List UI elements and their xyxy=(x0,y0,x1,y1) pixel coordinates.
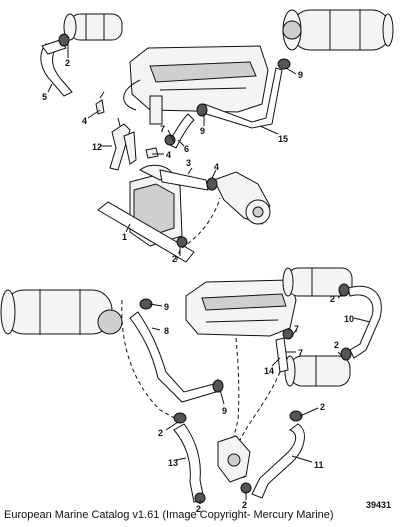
callout-14: 14 xyxy=(264,366,274,376)
callout-6: 6 xyxy=(184,144,189,154)
callout-3: 3 xyxy=(186,158,191,168)
callout-2-top-left: 2 xyxy=(65,58,70,68)
callout-2-right-mid: 2 xyxy=(334,340,339,350)
clamp-2-bottom-left-top xyxy=(173,412,187,424)
callout-2-bottom-left-top: 2 xyxy=(158,428,163,438)
callout-1: 1 xyxy=(122,232,127,242)
clamp-2-right-mid xyxy=(340,347,352,361)
exhaust-cooler-mid-right xyxy=(284,355,351,387)
exhaust-cooler-top-right xyxy=(282,9,394,51)
exhaust-manifold-bottom xyxy=(185,279,297,337)
exhaust-cooler-top-left xyxy=(63,13,123,41)
hose-3 xyxy=(159,169,209,191)
callout-2-bottom-left-low: 2 xyxy=(196,504,201,514)
clamp-2-right-top xyxy=(338,283,350,297)
callout-7-bottom-b: 7 xyxy=(298,348,303,358)
clamp-9-bottom-right xyxy=(212,379,224,393)
callout-2-lower: 2 xyxy=(172,254,177,264)
callout-7-bottom: 7 xyxy=(294,324,299,334)
callout-15: 15 xyxy=(278,134,288,144)
clamp-2-lower xyxy=(176,236,188,248)
clamp-2-top-left xyxy=(58,33,70,47)
callout-5: 5 xyxy=(42,92,47,102)
callout-2-bottom-right-top: 2 xyxy=(320,402,325,412)
image-caption: European Marine Catalog v1.61 (Image Cop… xyxy=(4,509,334,521)
callout-7-top: 7 xyxy=(160,124,165,134)
leader-lines xyxy=(47,44,371,504)
routing-line-bottom-1 xyxy=(121,299,179,421)
hose-1 xyxy=(97,201,195,263)
clamp-7-bottom xyxy=(282,328,294,340)
fitting-12 xyxy=(109,117,137,171)
hose-5 xyxy=(40,43,73,97)
callout-10: 10 xyxy=(344,314,354,324)
callout-12: 12 xyxy=(92,142,102,152)
hose-10 xyxy=(347,285,382,359)
seawater-pump xyxy=(206,171,271,225)
callout-11: 11 xyxy=(314,460,324,470)
callout-4-mid: 4 xyxy=(166,150,171,160)
hose-13 xyxy=(173,423,205,503)
sensor-4-mid xyxy=(145,147,159,159)
exhaust-manifold-top xyxy=(123,45,269,125)
hose-11 xyxy=(251,423,305,499)
routing-line-bottom-3 xyxy=(239,371,281,441)
sensor-4-upper xyxy=(95,91,105,115)
callout-9-bottom-right: 9 xyxy=(222,406,227,416)
routing-line-top xyxy=(181,197,221,249)
callout-2-bottom-right-low: 2 xyxy=(242,500,247,510)
callout-2-right-top: 2 xyxy=(330,294,335,304)
callout-4-upper: 4 xyxy=(82,116,87,126)
callout-8: 8 xyxy=(164,326,169,336)
clamp-2-bottom-right-top xyxy=(289,410,303,422)
routing-line-top-2 xyxy=(175,249,181,263)
exhaust-cooler-bottom-right xyxy=(282,267,353,297)
figure-number: 39431 xyxy=(366,500,391,510)
callout-9-mid: 9 xyxy=(200,126,205,136)
clamp-2-bottom-right-low xyxy=(240,482,252,494)
callout-9-top: 9 xyxy=(298,70,303,80)
clamp-9-top xyxy=(277,58,291,70)
callout-13: 13 xyxy=(168,458,178,468)
exhaust-cooler-bottom-left xyxy=(0,289,123,335)
hose-14 xyxy=(275,337,289,373)
routing-line-bottom-2 xyxy=(233,337,240,437)
hose-15 xyxy=(199,67,283,129)
callout-4-pump: 4 xyxy=(214,162,219,172)
clamp-9-mid xyxy=(196,103,208,117)
callout-9-bottom-top: 9 xyxy=(164,302,169,312)
seawater-pump-bottom xyxy=(217,435,251,483)
